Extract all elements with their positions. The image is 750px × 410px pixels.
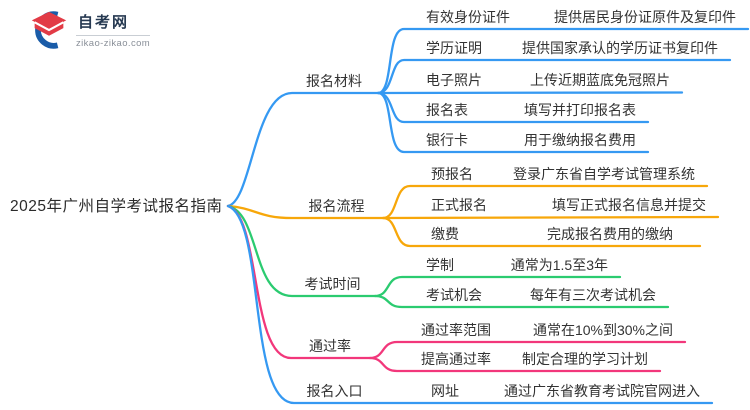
- leaf-website: 网址 通过广东省教育考试院官网进入: [405, 383, 712, 403]
- leaf-line-photo: [376, 91, 684, 95]
- branch-entrance-label: 报名入口: [306, 383, 363, 399]
- leaf-study-duration: 学制 通常为1.5至3年: [400, 257, 620, 277]
- leaf-pre-registration: 预报名 登录广东省自学考试管理系统: [405, 166, 707, 186]
- leaf-label: 学历证明: [426, 40, 482, 56]
- leaf-desc: 提供居民身份证原件及复印件: [554, 9, 736, 25]
- branch-line-materials: [226, 91, 380, 208]
- leaf-desc: 通常在10%到30%之间: [532, 322, 673, 338]
- leaf-label: 预报名: [431, 166, 473, 182]
- leaf-pass-rate-range: 通过率范围 通常在10%到30%之间: [395, 322, 685, 342]
- leaf-improve-pass-rate: 提高通过率 制定合理的学习计划: [395, 351, 660, 371]
- branch-materials-label: 报名材料: [306, 73, 362, 89]
- graduation-cap-logo-icon: [31, 11, 67, 49]
- logo-divider: [76, 35, 151, 36]
- leaf-label: 学制: [426, 257, 454, 273]
- leaf-label: 考试机会: [426, 287, 482, 303]
- site-logo-text: 自考网 zikao-zikao.com: [76, 11, 151, 49]
- leaf-bank-card: 银行卡 用于缴纳报名费用: [400, 132, 648, 152]
- site-url: zikao-zikao.com: [76, 38, 151, 49]
- leaf-desc: 完成报名费用的缴纳: [547, 226, 673, 242]
- leaf-desc: 制定合理的学习计划: [522, 351, 648, 367]
- leaf-line-formal-registration: [381, 215, 720, 220]
- leaf-payment: 缴费 完成报名费用的缴纳: [405, 226, 685, 246]
- root-node-title: 2025年广州自学考试报名指南: [10, 198, 223, 215]
- leaf-education-proof: 学历证明 提供国家承认的学历证书复印件: [400, 40, 730, 60]
- branch-exam-time-label: 考试时间: [304, 276, 361, 292]
- leaf-label: 有效身份证件: [426, 9, 510, 25]
- leaf-desc: 上传近期蓝底免冠照片: [530, 72, 670, 88]
- leaf-label: 缴费: [431, 226, 459, 242]
- leaf-desc: 填写并打印报名表: [524, 102, 636, 118]
- leaf-label: 网址: [431, 383, 459, 399]
- leaf-formal-registration: 正式报名 填写正式报名信息并提交: [405, 197, 718, 217]
- leaf-label: 提高通过率: [421, 351, 491, 367]
- leaf-desc: 登录广东省自学考试管理系统: [513, 166, 695, 182]
- site-logo: 自考网 zikao-zikao.com: [26, 8, 151, 52]
- leaf-exam-chances: 考试机会 每年有三次考试机会: [400, 287, 668, 307]
- leaf-label: 通过率范围: [421, 322, 491, 338]
- leaf-registration-form: 报名表 填写并打印报名表: [400, 102, 648, 122]
- site-name: 自考网: [78, 14, 130, 31]
- leaf-desc: 填写正式报名信息并提交: [552, 197, 706, 213]
- leaf-label: 电子照片: [426, 72, 482, 88]
- leaf-desc: 用于缴纳报名费用: [524, 132, 636, 148]
- leaf-valid-id-card: 有效身份证件 提供居民身份证原件及复印件: [400, 9, 748, 29]
- leaf-label: 报名表: [426, 102, 468, 118]
- leaf-label: 正式报名: [431, 197, 487, 213]
- leaf-desc: 提供国家承认的学历证书复印件: [522, 40, 718, 56]
- leaf-desc: 每年有三次考试机会: [530, 287, 656, 303]
- leaf-desc: 通常为1.5至3年: [510, 257, 608, 273]
- leaf-desc: 通过广东省教育考试院官网进入: [504, 383, 700, 399]
- leaf-label: 银行卡: [426, 132, 468, 148]
- leaf-photo: 电子照片 上传近期蓝底免冠照片: [400, 72, 682, 92]
- branch-process-label: 报名流程: [308, 198, 365, 214]
- branch-pass-rate-label: 通过率: [309, 338, 351, 354]
